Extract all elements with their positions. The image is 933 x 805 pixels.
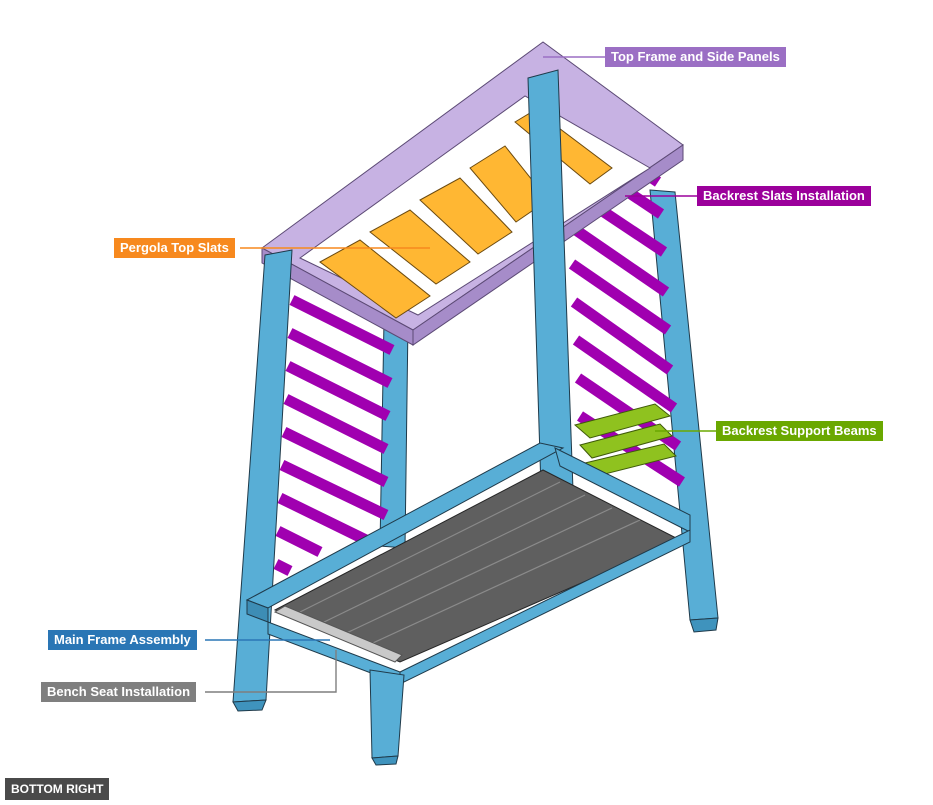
- leader-lines: [205, 56, 716, 693]
- label-backrest-support-beams: Backrest Support Beams: [716, 421, 883, 441]
- label-main-frame: Main Frame Assembly: [48, 630, 197, 650]
- backrest-support-beams: [573, 403, 677, 477]
- front-bottom-post: [369, 669, 405, 766]
- left-backrest-slats: [273, 295, 395, 576]
- label-pergola-top-slats: Pergola Top Slats: [114, 238, 235, 258]
- view-orientation-tag: BOTTOM RIGHT: [5, 778, 110, 800]
- label-bench-seat: Bench Seat Installation: [41, 682, 197, 702]
- label-top-frame: Top Frame and Side Panels: [605, 47, 786, 67]
- front-left-post: [232, 249, 293, 712]
- main-frame: [245, 442, 691, 685]
- label-backrest-slats: Backrest Slats Installation: [697, 186, 871, 206]
